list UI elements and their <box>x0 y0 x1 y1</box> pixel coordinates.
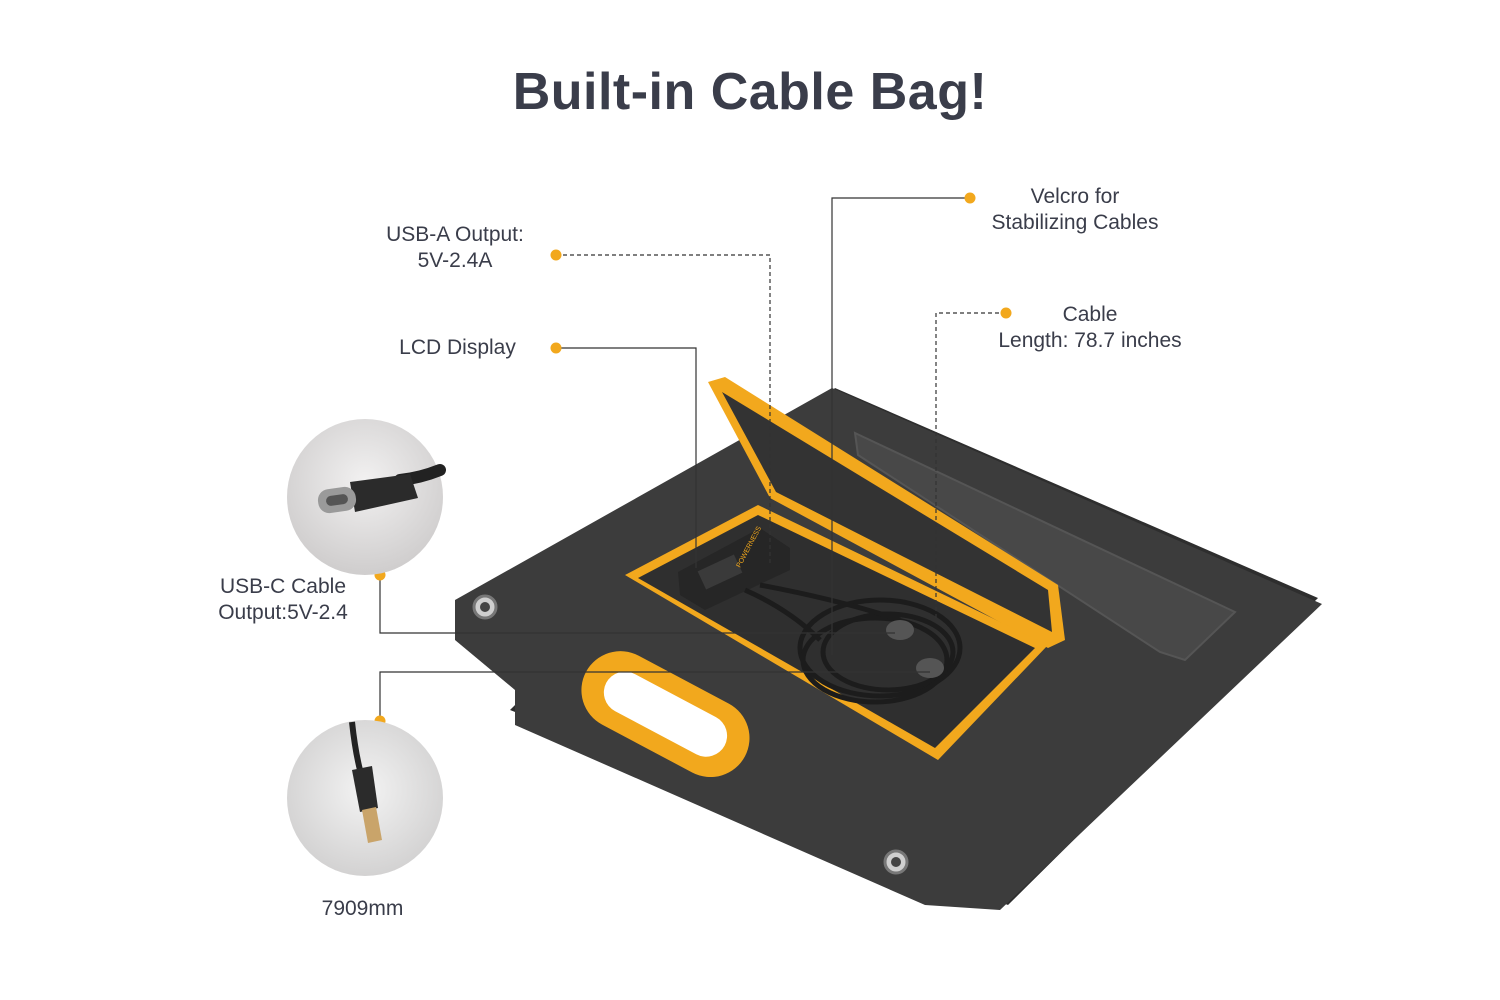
callout-dc-line1: 7909mm <box>321 897 404 920</box>
callout-cable-length: Cable Length: 78.7 inches <box>985 302 1195 354</box>
callout-velcro: Velcro for Stabilizing Cables <box>975 184 1175 236</box>
callout-usb-c: USB-C Cable Output:5V-2.4 <box>198 574 368 626</box>
dot-lcd <box>550 342 562 354</box>
lcd-display <box>697 554 743 590</box>
callout-velcro-line1: Velcro for <box>1030 185 1120 208</box>
callout-cable-length-line2: Length: 78.7 inches <box>998 329 1182 352</box>
dc-plug <box>916 658 944 678</box>
callout-lcd: LCD Display <box>380 335 535 361</box>
callout-usb-a-line2: 5V-2.4A <box>417 249 493 272</box>
callout-dc: 7909mm <box>290 896 435 922</box>
callout-lcd-line1: LCD Display <box>399 336 516 359</box>
carry-handle <box>581 651 750 778</box>
page-title: Built-in Cable Bag! <box>512 63 988 121</box>
leader-lcd <box>556 347 697 568</box>
callout-velcro-line2: Stabilizing Cables <box>991 211 1159 234</box>
dot-cable <box>1000 307 1012 319</box>
coiled-cable <box>743 582 963 705</box>
callout-usb-a-line1: USB-A Output: <box>386 223 524 246</box>
callout-cable-length-line1: Cable <box>1062 303 1118 326</box>
callout-usb-a: USB-A Output: 5V-2.4A <box>365 222 545 274</box>
leader-usb-a <box>556 254 771 565</box>
callout-usb-c-line1: USB-C Cable <box>219 575 347 598</box>
dot-velcro <box>964 192 976 204</box>
velcro-strip <box>853 431 1237 662</box>
leader-usb-c <box>379 575 895 634</box>
usb-c-thumbnail <box>287 419 446 575</box>
leader-velcro <box>831 197 970 655</box>
dot-usb-a <box>550 249 562 261</box>
callout-usb-c-line2: Output:5V-2.4 <box>218 601 348 624</box>
leader-cable <box>935 312 1006 620</box>
usb-plug <box>886 620 914 640</box>
leader-dc <box>379 671 930 721</box>
dc-plug-thumbnail <box>287 720 443 876</box>
